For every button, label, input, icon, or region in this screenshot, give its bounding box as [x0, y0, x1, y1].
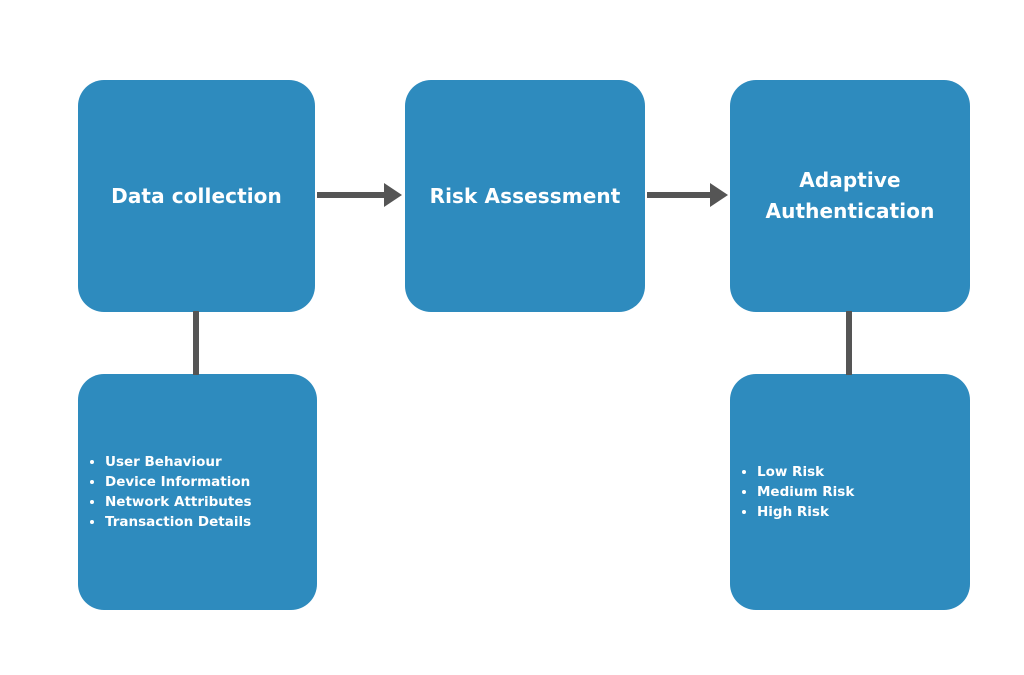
node-risk-assessment[interactable]: Risk Assessment: [405, 80, 645, 312]
list-item: Transaction Details: [90, 512, 317, 532]
list-item: Device Information: [90, 472, 317, 492]
list-item: Low Risk: [742, 462, 970, 482]
list-item: Medium Risk: [742, 482, 970, 502]
node-risk-levels[interactable]: Low Risk Medium Risk High Risk: [730, 374, 970, 610]
connector-data-collection-to-risk-assessment: [317, 192, 384, 198]
node-adaptive-authentication[interactable]: Adaptive Authentication: [730, 80, 970, 312]
node-data-collection-title: Data collection: [111, 183, 282, 208]
list-item: High Risk: [742, 502, 970, 522]
node-data-collection[interactable]: Data collection: [78, 80, 315, 312]
node-data-collection-details[interactable]: User Behaviour Device Information Networ…: [78, 374, 317, 610]
list-item: User Behaviour: [90, 452, 317, 472]
connector-adaptive-authentication-to-risk-levels: [846, 311, 852, 375]
connector-risk-assessment-to-adaptive-authentication: [647, 192, 710, 198]
data-collection-details-list: User Behaviour Device Information Networ…: [78, 452, 317, 533]
arrow-head-icon: [710, 183, 728, 207]
node-adaptive-authentication-title: Adaptive Authentication: [765, 168, 935, 223]
risk-levels-list: Low Risk Medium Risk High Risk: [730, 462, 970, 523]
connector-data-collection-to-details: [193, 311, 199, 375]
list-item: Network Attributes: [90, 492, 317, 512]
arrow-head-icon: [384, 183, 402, 207]
node-risk-assessment-title: Risk Assessment: [429, 183, 621, 208]
